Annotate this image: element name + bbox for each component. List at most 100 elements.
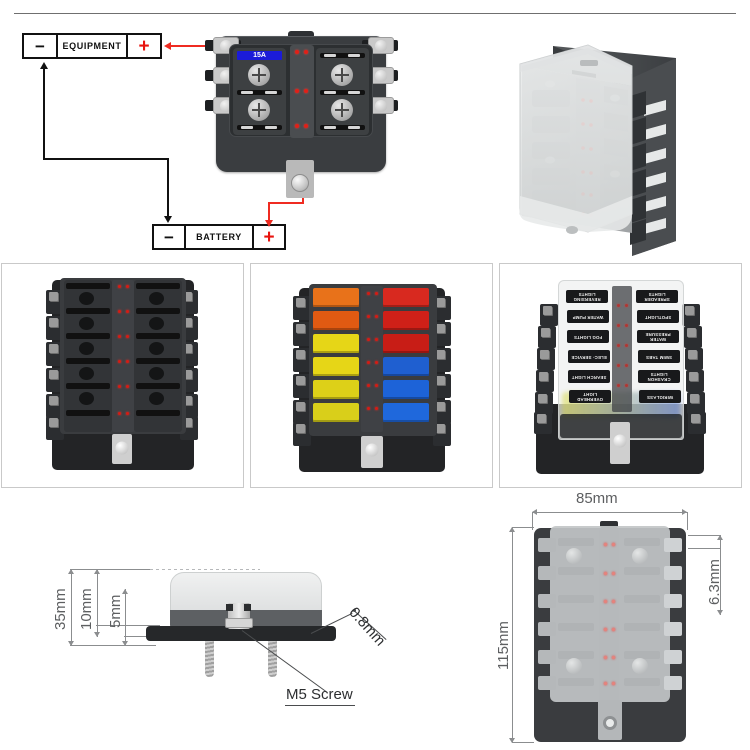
top-view-ground-stud-hole	[603, 716, 617, 730]
fuse-column-right	[134, 280, 182, 432]
witness-line-bottom	[70, 645, 156, 646]
led-indicator	[304, 89, 308, 93]
blade-fuse	[313, 334, 359, 353]
spade-terminal-right	[433, 322, 451, 346]
witness-85mm-right	[687, 512, 688, 530]
fuse-rating-badge: 15A	[237, 51, 282, 60]
spade-terminal-left	[293, 348, 311, 372]
fuse-label-sticker-right: WIRIGLASS	[639, 390, 681, 403]
dim-label-85mm: 85mm	[576, 490, 618, 507]
ground-stud	[361, 436, 383, 468]
side-terminal-right-2	[368, 67, 394, 84]
battery-wire-horizontal	[268, 202, 304, 204]
ground-wire-arrow-up	[40, 62, 48, 69]
battery-positive-terminal: +	[252, 224, 286, 250]
dim-tick-85mm-left	[532, 509, 537, 515]
blade-fuse	[383, 334, 429, 353]
dim-line-10mm	[97, 569, 98, 637]
terminal-screw-right-2	[331, 99, 353, 121]
dim-line-115mm	[512, 527, 513, 743]
blade-fuse	[383, 403, 429, 422]
ground-wire-vertical-left	[43, 66, 45, 159]
led-indicator	[304, 124, 308, 128]
fuse-label-sticker-left: WATER PUMP	[566, 310, 609, 323]
equipment-minus-sign: −	[35, 36, 45, 56]
wiring-diagram: EQUIPMENT − + BATTERY − +	[0, 18, 470, 258]
dim-label-115mm: 115mm	[495, 621, 512, 670]
fuse-block-face: 15A	[229, 44, 373, 138]
blade-fuse	[313, 403, 359, 422]
battery-negative-terminal: −	[152, 224, 186, 250]
fuse-slot-left-2	[237, 90, 282, 95]
fuse-label-sticker-right: CRASHON LIGHTS	[638, 370, 681, 383]
dim-tick-35mm-top	[68, 569, 74, 574]
spade-terminal-left	[538, 326, 556, 348]
spade-terminal-right	[682, 304, 700, 326]
photo-panel-with-fuses	[250, 263, 493, 488]
spade-terminal-right	[433, 348, 451, 372]
equipment-negative-terminal: −	[22, 33, 58, 59]
dim-label-0-8mm: 0.8mm	[345, 604, 389, 650]
fuse-column-left: 15A	[233, 48, 286, 135]
m5-underline	[285, 705, 355, 706]
battery-label: BATTERY	[196, 232, 242, 242]
ground-stud-post	[286, 160, 314, 198]
spade-terminal-right	[433, 296, 451, 320]
dim-tick-6-3mm-bottom	[717, 610, 723, 615]
spade-terminal-left	[46, 416, 64, 440]
dim-label-6-3mm: 6.3mm	[706, 559, 723, 605]
spade-terminal-left	[293, 422, 311, 446]
dim-tick-10mm-bottom	[94, 632, 100, 637]
top-view-led-strip	[599, 530, 619, 700]
led-indicator	[295, 124, 299, 128]
witness-115mm-bottom	[512, 742, 534, 743]
load-wire-horizontal	[168, 45, 238, 47]
spade-terminal-right	[688, 412, 706, 434]
dim-tick-6-3mm-top	[717, 535, 723, 540]
ground-stud	[112, 434, 132, 464]
photo-panel-empty-block	[1, 263, 244, 488]
spade-terminal-left	[293, 322, 311, 346]
blade-fuse	[313, 288, 359, 307]
mounting-screw-left	[205, 641, 214, 677]
fuse-slot-right-1	[320, 53, 365, 58]
spade-terminal-left	[46, 368, 64, 392]
witness-6-3mm-bottom	[688, 548, 720, 549]
led-indicator	[295, 89, 299, 93]
terminal-screw-left-2	[248, 99, 270, 121]
battery-wire-vertical-bottom	[268, 202, 270, 222]
side-view-stud-cap-left	[226, 604, 233, 611]
spade-terminal-right	[433, 422, 451, 446]
spade-terminal-left	[46, 316, 64, 340]
load-wire-arrow-left	[164, 42, 171, 50]
dimension-drawing-top-view: 85mm 115mm 6.3mm	[440, 490, 750, 750]
spade-terminal-left	[293, 374, 311, 398]
led-indicator	[295, 50, 299, 54]
dim-line-5mm	[125, 589, 126, 646]
battery-plus-sign: +	[263, 226, 275, 248]
dim-label-35mm: 35mm	[52, 588, 69, 630]
fuse-slot-right-3	[320, 125, 365, 130]
product-3d-render	[480, 18, 750, 258]
led-strip	[290, 45, 314, 138]
equipment-positive-terminal: +	[126, 33, 162, 59]
witness-85mm-left	[532, 512, 533, 530]
mounting-screw-right	[268, 641, 277, 677]
dim-tick-5mm-top	[122, 589, 128, 594]
witness-115mm-top	[512, 527, 534, 528]
dim-tick-10mm-top	[94, 569, 100, 574]
dimension-drawing-side-view: 35mm 10mm 5mm 0.8mm M5 Screw	[0, 500, 440, 750]
equipment-plus-sign: +	[138, 35, 150, 57]
spade-terminal-left	[293, 400, 311, 424]
fuse-label-sticker-left: FOG LIGHTS	[567, 330, 610, 343]
dim-line-85mm	[532, 512, 687, 513]
fuse-label-sticker-right: WATER PRESSURE	[637, 330, 680, 343]
photo-empty-block	[2, 264, 243, 487]
ground-wire-vertical-right	[167, 158, 169, 218]
witness-line-top	[70, 569, 150, 570]
witness-line-top-dotted	[150, 569, 260, 570]
blade-fuse	[383, 311, 429, 330]
side-terminal-right-1	[368, 37, 394, 54]
blade-fuse	[383, 288, 429, 307]
